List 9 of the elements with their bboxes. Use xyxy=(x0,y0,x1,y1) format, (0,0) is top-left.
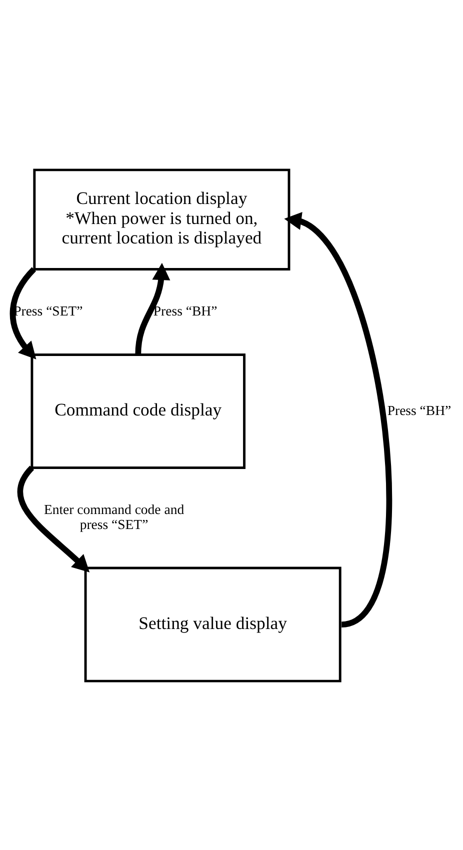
edge-label: Enter command code and press “SET” xyxy=(44,502,184,532)
arrow xyxy=(135,262,170,354)
edge-label: Press “BH” xyxy=(387,402,452,418)
node-box: Current location display *When power is turned on, current location is displayed xyxy=(33,168,290,270)
edge-label: Press “BH” xyxy=(153,303,218,318)
node-box: Setting value display xyxy=(84,566,342,682)
arrow xyxy=(10,266,36,359)
arrow xyxy=(17,465,90,572)
node-box: Command code display xyxy=(30,353,246,468)
